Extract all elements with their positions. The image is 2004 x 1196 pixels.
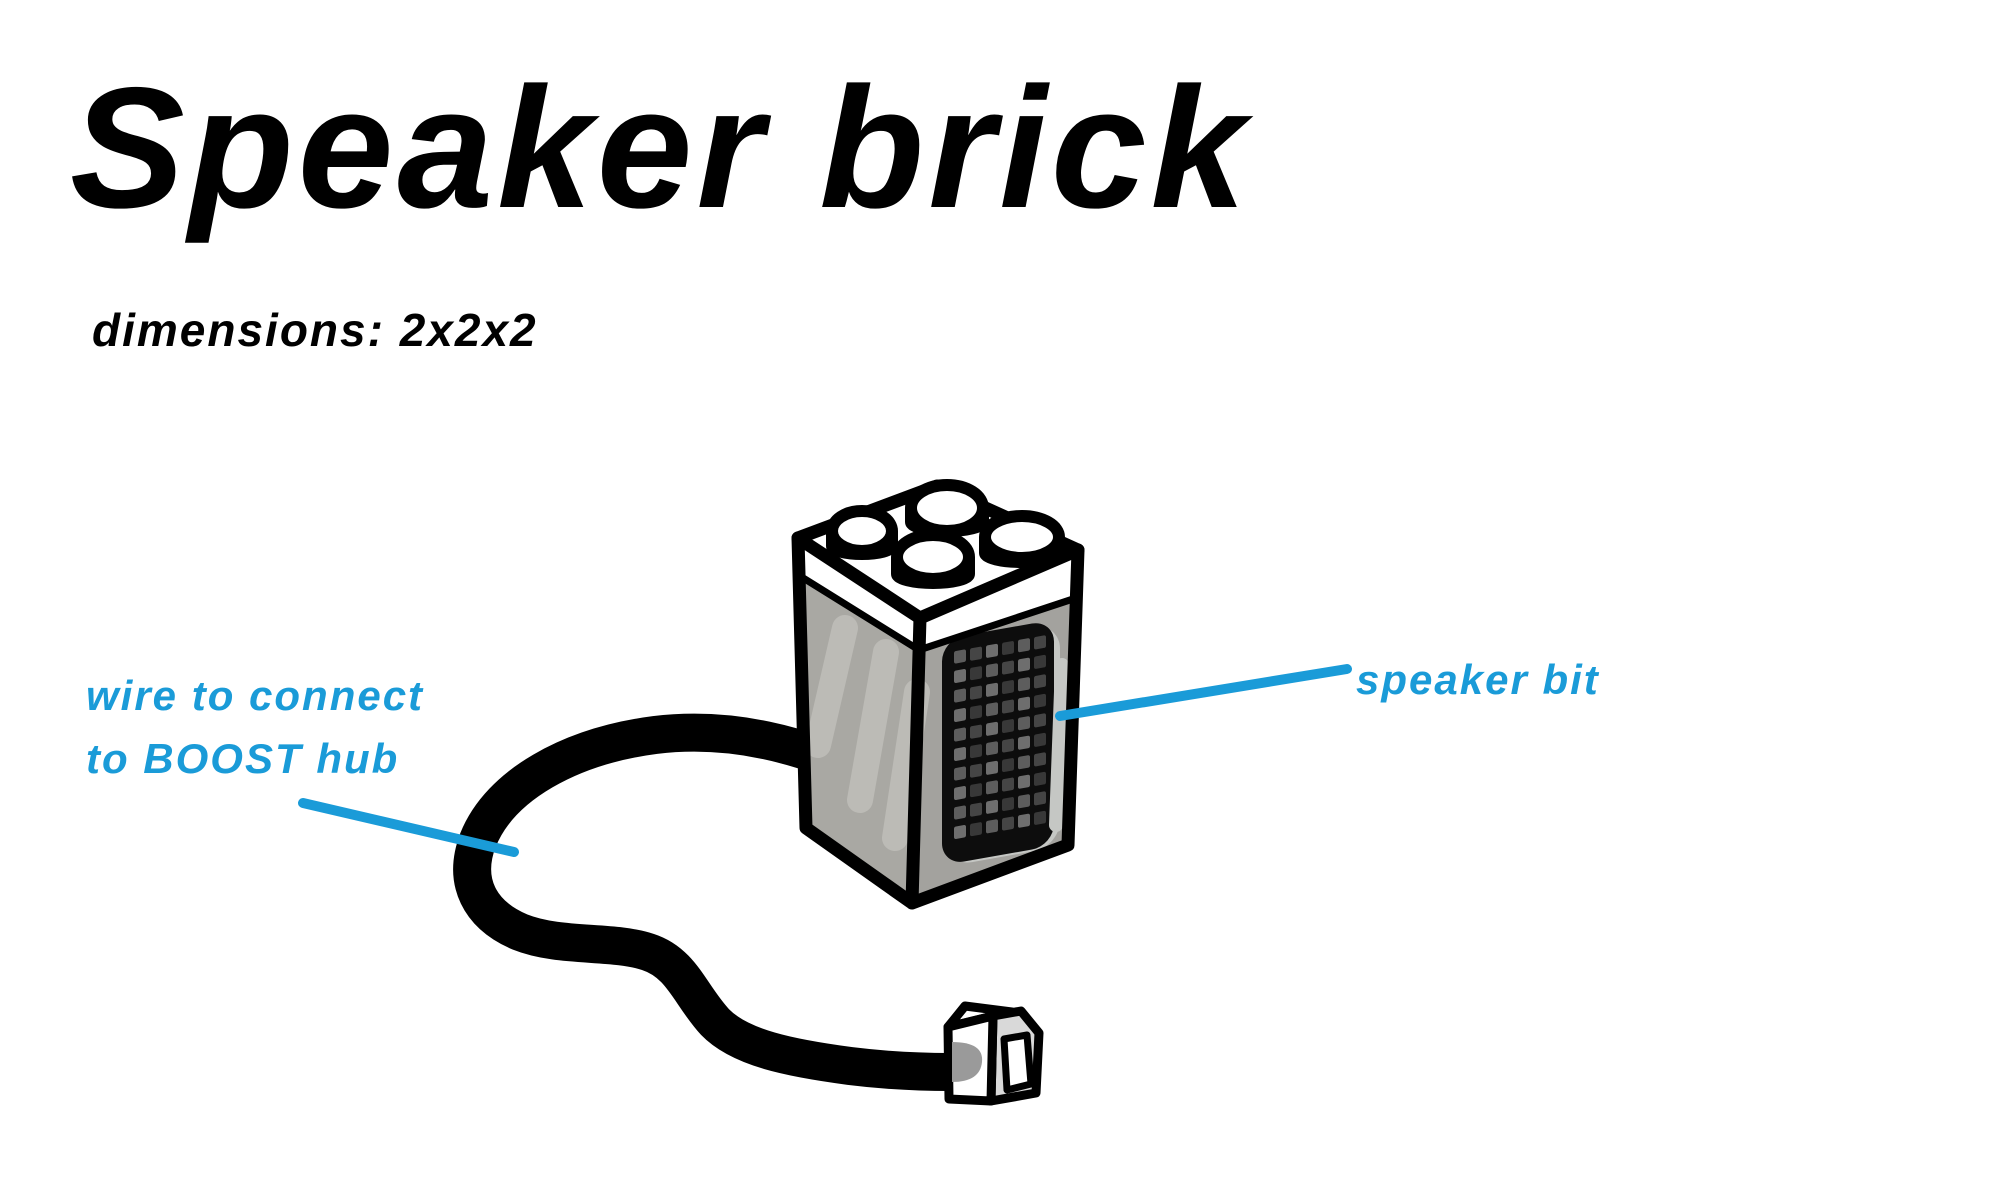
grille-hole bbox=[986, 643, 998, 658]
grille-hole bbox=[1018, 774, 1030, 789]
grille-hole bbox=[1002, 738, 1014, 753]
grille-hole bbox=[970, 646, 982, 661]
brick bbox=[791, 479, 1085, 910]
grille-hole bbox=[1018, 716, 1030, 731]
grille-hole bbox=[954, 825, 966, 839]
brick-stud bbox=[905, 479, 989, 537]
brick-stud bbox=[826, 505, 898, 557]
grille-hole bbox=[1034, 771, 1046, 786]
grille-hole bbox=[1018, 677, 1030, 692]
grille-hole bbox=[1018, 813, 1030, 828]
grille-hole bbox=[986, 702, 998, 717]
grille-hole bbox=[1018, 794, 1030, 809]
grille-hole bbox=[970, 724, 982, 739]
grille-hole bbox=[986, 760, 998, 775]
speaker-pointer-line bbox=[1055, 664, 1352, 721]
grille-hole bbox=[986, 819, 998, 834]
grille-hole bbox=[1034, 810, 1046, 825]
grille-hole bbox=[986, 663, 998, 678]
brick-stud bbox=[891, 529, 975, 585]
grille-hole bbox=[1034, 732, 1046, 747]
grille-hole bbox=[970, 763, 982, 778]
grille-hole bbox=[1034, 635, 1046, 650]
grille-hole bbox=[1002, 660, 1014, 675]
grille-hole bbox=[1002, 699, 1014, 714]
grille-hole bbox=[970, 822, 982, 837]
grille-hole bbox=[970, 744, 982, 759]
grille-hole bbox=[1002, 758, 1014, 773]
speaker-grille bbox=[942, 623, 1060, 863]
grille-hole bbox=[970, 705, 982, 720]
page-title: Speaker brick bbox=[70, 52, 1251, 244]
grille-hole bbox=[1034, 752, 1046, 767]
grille-hole bbox=[1018, 638, 1030, 653]
grille-hole bbox=[1034, 674, 1046, 689]
brick-outline bbox=[791, 531, 1085, 910]
grille-hole bbox=[954, 805, 966, 820]
grille-hole bbox=[954, 669, 966, 683]
grille-hole bbox=[1034, 713, 1046, 728]
grille-hole bbox=[986, 780, 998, 795]
grille-hole bbox=[986, 721, 998, 736]
grille-hole bbox=[1018, 696, 1030, 711]
grille-hole bbox=[1002, 797, 1014, 812]
brick-studs bbox=[826, 479, 1065, 589]
grille-hole bbox=[1034, 791, 1046, 806]
grille-hole bbox=[1002, 719, 1014, 734]
grille-hole bbox=[954, 786, 966, 800]
wire-annotation-line2: to BOOST hub bbox=[86, 735, 400, 782]
brick-stud bbox=[979, 510, 1065, 564]
grille-hole bbox=[986, 682, 998, 697]
grille-hole bbox=[954, 688, 966, 703]
speaker-annotation: speaker bit bbox=[1356, 656, 1600, 703]
grille-hole bbox=[954, 649, 966, 664]
speaker-grille-holes bbox=[954, 635, 1046, 839]
wire-annotation: wire to connect to BOOST hub bbox=[86, 664, 424, 790]
grille-hole bbox=[954, 766, 966, 781]
grille-hole bbox=[986, 799, 998, 814]
right-face-highlight bbox=[1049, 658, 1069, 832]
grille-hole bbox=[1002, 816, 1014, 831]
grille-hole bbox=[986, 741, 998, 756]
grille-hole bbox=[1018, 735, 1030, 750]
grille-hole bbox=[970, 783, 982, 798]
grille-hole bbox=[1002, 641, 1014, 656]
grille-hole bbox=[1034, 654, 1046, 669]
grille-hole bbox=[1002, 777, 1014, 792]
grille-hole bbox=[1002, 680, 1014, 695]
grille-hole bbox=[954, 727, 966, 742]
wire-cable bbox=[453, 713, 969, 1091]
wire-annotation-line1: wire to connect bbox=[86, 672, 425, 719]
grille-hole bbox=[970, 802, 982, 817]
grille-hole bbox=[954, 747, 966, 761]
grille-hole bbox=[970, 666, 982, 681]
grille-hole bbox=[1018, 755, 1030, 770]
wire-pointer-line bbox=[298, 798, 519, 857]
connector-tip-tab bbox=[1000, 1031, 1035, 1094]
wire-connector-plug bbox=[943, 1001, 1044, 1106]
grille-hole bbox=[1034, 693, 1046, 708]
connector-wire-end bbox=[952, 1042, 983, 1082]
grille-hole bbox=[1018, 657, 1030, 672]
dimensions-subtitle: dimensions: 2x2x2 bbox=[92, 304, 538, 356]
grille-hole bbox=[970, 685, 982, 700]
grille-hole bbox=[954, 708, 966, 722]
